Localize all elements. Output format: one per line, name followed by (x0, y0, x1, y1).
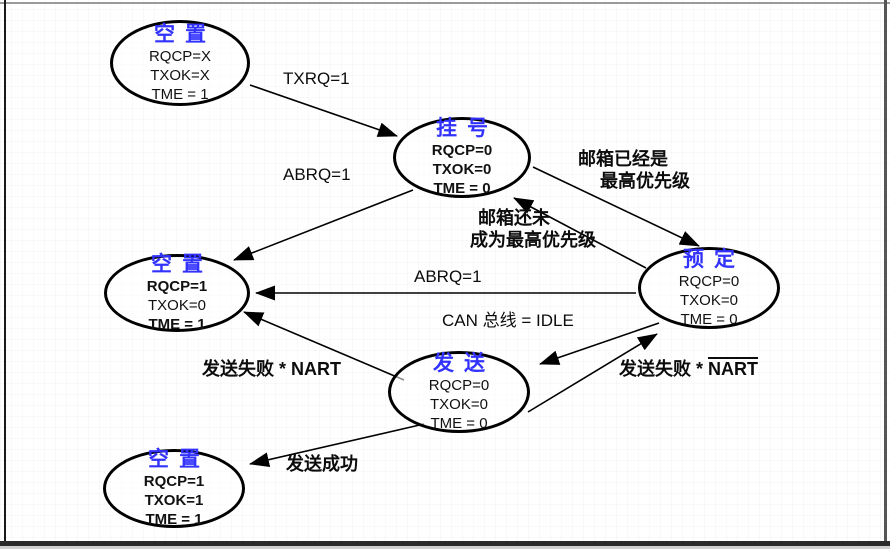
label-mailbox-already-highest: 邮箱已经是 最高优先级 (578, 148, 690, 192)
state-idle-aborted: 空置 RQCP=1 TXOK=0 TME = 1 (104, 252, 250, 333)
label-transmit-success: 发送成功 (286, 454, 358, 474)
page-border-bottom (0, 541, 890, 546)
state-title: 空置 (148, 448, 210, 471)
state-param-txok: TXOK=0 (148, 296, 206, 314)
state-idle-initial: 空置 RQCP=X TXOK=X TME = 1 (110, 20, 250, 106)
label-line-2: 最高优先级 (600, 171, 690, 191)
page-border-top (0, 2, 890, 4)
state-param-tme: TME = 1 (145, 511, 203, 528)
state-param-tme: TME = 0 (433, 180, 491, 197)
label-line-1: 邮箱还未 (478, 208, 550, 228)
state-param-rqcp: RQCP=1 (143, 473, 205, 490)
label-abrq-from-scheduled: ABRQ=1 (414, 267, 482, 286)
state-param-rqcp: RQCP=0 (678, 272, 740, 290)
state-title: 预定 (683, 247, 745, 271)
state-transmit: 发送 RQCP=0 TXOK=0 TME = 0 (388, 351, 530, 433)
state-param-tme: TME = 1 (148, 315, 206, 333)
state-param-rqcp: RQCP=1 (146, 277, 208, 295)
state-scheduled: 预定 RQCP=0 TXOK=0 TME = 0 (638, 247, 780, 329)
label-transmit-fail-nart: 发送失败 * NART (202, 359, 341, 379)
state-param-rqcp: RQCP=0 (428, 376, 490, 394)
state-title: 发送 (433, 351, 495, 375)
page-border-right (884, 0, 887, 549)
page-border-bottom-shadow (0, 546, 890, 549)
state-param-rqcp: RQCP=0 (431, 142, 493, 159)
state-pending: 挂号 RQCP=0 TXOK=0 TME = 0 (393, 117, 531, 198)
label-prefix: 发送失败 * (619, 359, 709, 379)
label-can-bus-idle: CAN 总线 = IDLE (442, 311, 574, 330)
state-param-txok: TXOK=X (150, 66, 210, 84)
state-title: 空置 (151, 252, 213, 276)
state-param-txok: TXOK=0 (680, 291, 738, 309)
arrow-fail-nart (243, 311, 405, 381)
label-txrq: TXRQ=1 (283, 69, 350, 88)
state-param-rqcp: RQCP=X (148, 47, 212, 65)
label-transmit-fail-not-nart: 发送失败 * NART (619, 358, 758, 380)
label-nart-overlined: NART (708, 359, 759, 379)
state-param-txok: TXOK=0 (430, 395, 488, 413)
arrow-not-yet-highest (513, 197, 647, 269)
page-border-left (4, 0, 6, 549)
arrow-txrq (249, 84, 398, 137)
label-abrq-from-pending: ABRQ=1 (283, 165, 351, 184)
state-title: 挂号 (436, 117, 498, 140)
arrow-abrq-pending (233, 189, 414, 261)
label-line-1: 邮箱已经是 (578, 149, 668, 169)
state-param-tme: TME = 0 (680, 310, 738, 328)
arrow-already-highest (532, 166, 700, 247)
label-mailbox-not-yet-highest: 邮箱还未 成为最高优先级 (470, 207, 596, 251)
state-title: 空置 (154, 22, 216, 46)
state-param-tme: TME = 1 (151, 85, 209, 103)
state-param-txok: TXOK=0 (432, 161, 492, 178)
state-idle-success: 空置 RQCP=1 TXOK=1 TME = 1 (103, 448, 245, 528)
arrow-can-bus-idle (539, 322, 660, 365)
state-param-txok: TXOK=1 (144, 492, 204, 509)
arrow-success (249, 423, 425, 468)
state-param-tme: TME = 0 (430, 414, 488, 432)
label-line-2: 成为最高优先级 (470, 230, 596, 250)
arrow-fail-not-nart (527, 333, 658, 413)
